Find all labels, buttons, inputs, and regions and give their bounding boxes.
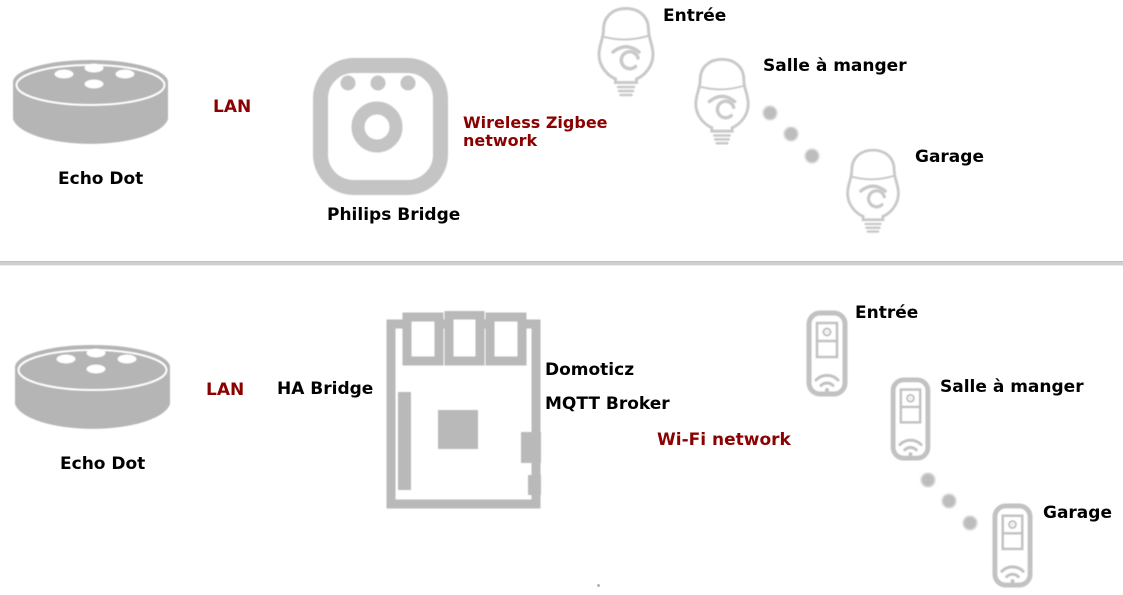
smart-plug-icon <box>992 503 1033 588</box>
lan-link-label: LAN <box>213 97 252 117</box>
smart-plug-icon <box>806 310 848 397</box>
echo-dot-label: Echo Dot <box>58 169 144 189</box>
echo-dot-label: Echo Dot <box>60 454 146 474</box>
echo-dot-icon <box>13 60 168 144</box>
device-label-garage: Garage <box>1043 503 1112 523</box>
domoticz-label: Domoticz <box>545 360 635 380</box>
philips-bridge-icon <box>313 58 448 195</box>
raspberry-pi-board-icon <box>386 311 541 509</box>
device-label-garage: Garage <box>915 147 984 167</box>
hue-bulb-icon <box>694 57 750 145</box>
device-label-salle-a-manger: Salle à manger <box>940 377 1084 397</box>
smart-plug-icon <box>890 377 931 461</box>
ha-bridge-label: HA Bridge <box>277 379 374 399</box>
mqtt-broker-label: MQTT Broker <box>545 394 670 414</box>
section-divider <box>0 261 1123 266</box>
zigbee-network-label: Wireless Zigbee network <box>463 113 608 150</box>
philips-bridge-label: Philips Bridge <box>327 205 461 225</box>
hue-bulb-icon <box>846 148 900 233</box>
hue-bulb-icon <box>597 6 655 97</box>
wifi-network-label: Wi-Fi network <box>657 430 791 450</box>
echo-dot-icon <box>15 345 170 429</box>
lan-link-label: LAN <box>206 380 245 400</box>
stray-dot <box>597 584 600 587</box>
device-label-entree: Entrée <box>855 303 919 323</box>
device-label-entree: Entrée <box>663 6 727 26</box>
ellipsis-dots <box>763 106 819 163</box>
ellipsis-dots <box>921 473 977 530</box>
device-label-salle-a-manger: Salle à manger <box>763 56 907 76</box>
